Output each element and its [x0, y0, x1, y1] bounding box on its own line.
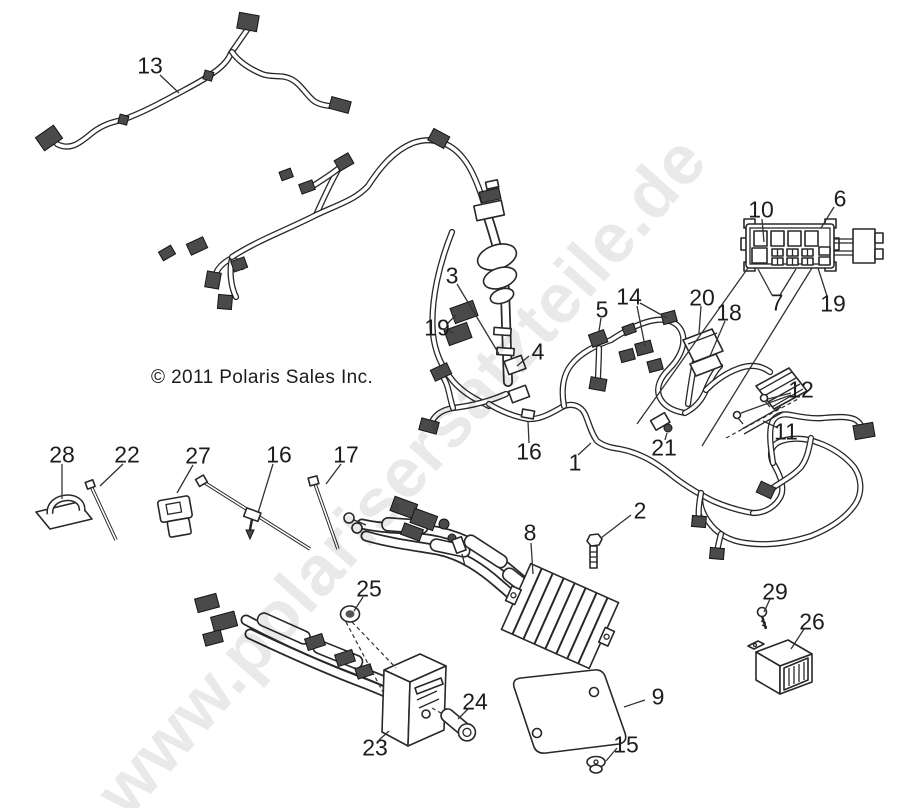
callout-9: 9	[651, 683, 665, 710]
voltage-regulator	[500, 562, 620, 670]
callout-21: 21	[651, 434, 677, 461]
bracket-11	[741, 406, 782, 430]
junction-box-23	[381, 653, 447, 747]
callout-13: 13	[137, 52, 163, 79]
ring-terminal	[343, 512, 355, 524]
callout-26: 26	[799, 608, 825, 635]
screw-12b	[759, 393, 769, 403]
callout-15: 15	[613, 731, 639, 758]
main-harness-trunk	[418, 320, 876, 561]
callout-16-harness: 16	[516, 438, 542, 465]
pigtail-box-assembly	[193, 592, 477, 747]
callout-6: 6	[833, 185, 847, 212]
relay-26	[747, 639, 813, 695]
bolt-24	[440, 708, 477, 742]
sensor-21	[649, 411, 671, 431]
callout-20: 20	[689, 284, 715, 311]
callout-19-relays: 19	[424, 314, 450, 341]
callout-2: 2	[633, 497, 647, 524]
callout-4: 4	[531, 338, 545, 365]
ring-terminal	[351, 522, 363, 534]
bracket-18	[689, 353, 723, 377]
ignition-column-assembly	[432, 179, 531, 406]
callout-29: 29	[762, 578, 788, 605]
callout-23: 23	[362, 734, 388, 761]
cable-tie-17	[307, 475, 340, 550]
cable-clamp	[451, 535, 467, 555]
callout-1: 1	[568, 449, 582, 476]
copyright-notice: © 2011 Polaris Sales Inc.	[151, 367, 374, 388]
callout-5: 5	[595, 296, 609, 323]
callout-17: 17	[333, 441, 359, 468]
callout-14: 14	[616, 283, 642, 310]
cable-clamp-28	[35, 494, 93, 530]
callout-22: 22	[114, 441, 140, 468]
bolt-2	[586, 533, 603, 569]
push-plug-15	[586, 755, 606, 774]
callout-18: 18	[716, 299, 742, 326]
callout-3: 3	[445, 262, 459, 289]
callout-25: 25	[356, 575, 382, 602]
screw-29	[756, 606, 768, 630]
callout-28: 28	[49, 441, 75, 468]
mini-fuses	[771, 246, 831, 266]
regulator-cable-assembly	[343, 495, 620, 670]
clip-27	[156, 495, 193, 538]
callout-12: 12	[788, 376, 814, 403]
callout-8: 8	[523, 519, 537, 546]
mounting-plate-9	[512, 669, 627, 754]
callout-19-fusebox: 19	[820, 290, 846, 317]
cable-tie-22	[84, 479, 118, 541]
fuse-box	[740, 218, 884, 272]
callout-24: 24	[462, 688, 488, 715]
fuse-box-pigtail	[834, 228, 884, 264]
callout-11: 11	[774, 418, 798, 445]
relay-module-cluster	[587, 309, 808, 439]
callout-16-tie: 16	[266, 441, 292, 468]
callout-10: 10	[748, 196, 774, 223]
harness-13	[34, 11, 352, 152]
leader-lines	[61, 74, 835, 762]
main-harness-left-cluster	[157, 127, 487, 311]
cable-tie-mount-16	[194, 474, 311, 551]
callout-7: 7	[770, 289, 784, 316]
screw-12a	[732, 410, 742, 420]
callout-27: 27	[185, 442, 211, 469]
